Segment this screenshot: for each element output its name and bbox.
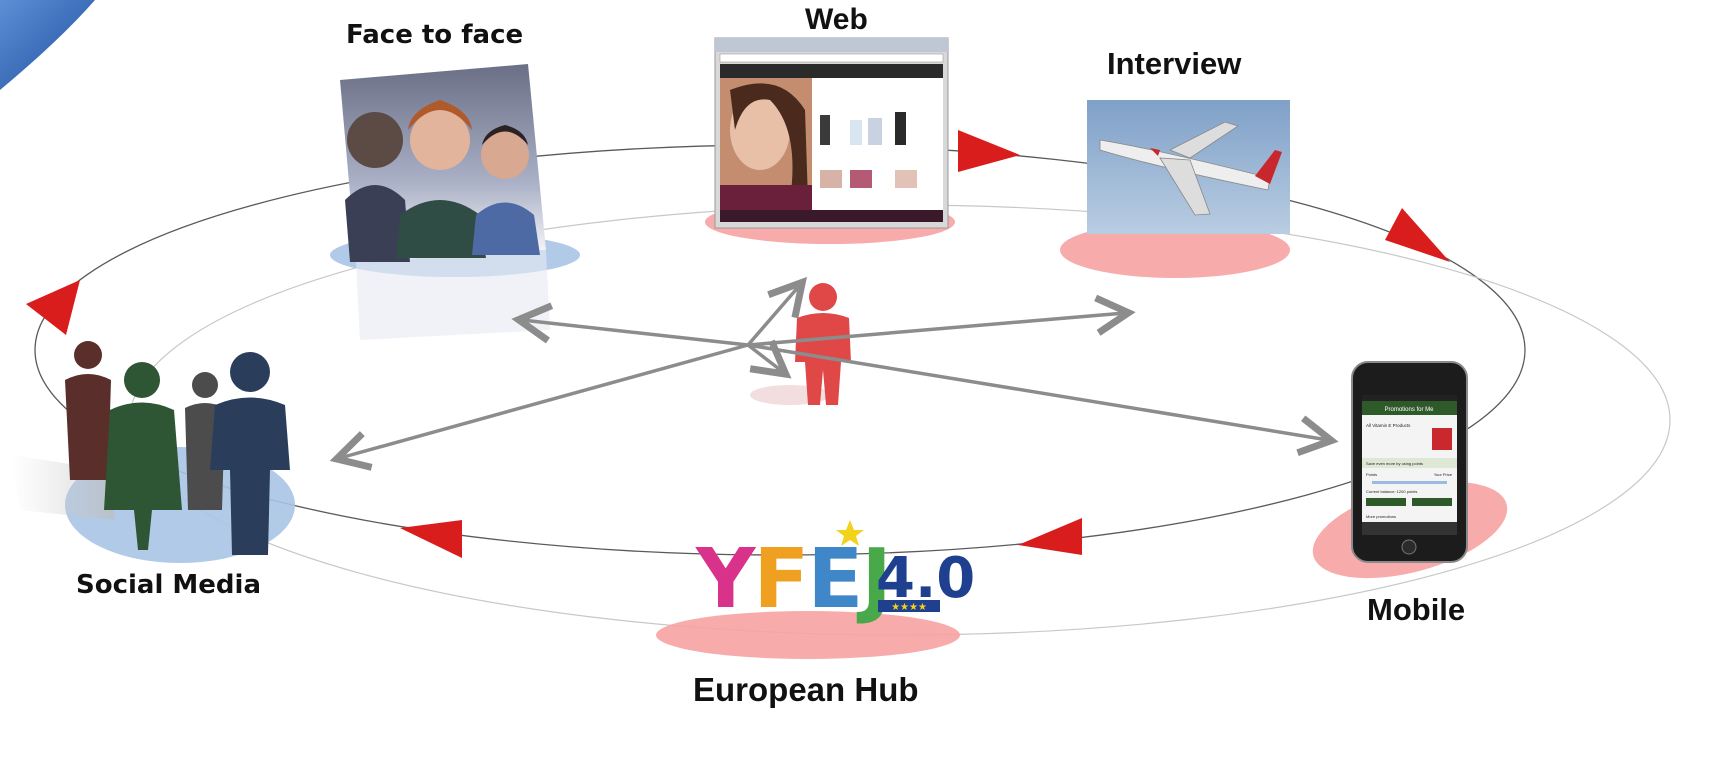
hub-disc bbox=[656, 611, 960, 659]
logo-letter-y: Y bbox=[695, 532, 757, 627]
smartphone-icon: Promotions for Me All Vitamin E Products… bbox=[1351, 361, 1468, 563]
direction-triangle-icon bbox=[1385, 208, 1450, 262]
direction-triangle-icon bbox=[26, 280, 80, 335]
airplane-icon bbox=[1087, 100, 1290, 234]
interview-disc bbox=[1060, 222, 1290, 278]
phone-header: Promotions for Me bbox=[1384, 407, 1434, 413]
direction-triangle-icon bbox=[1018, 518, 1082, 555]
phone-save-line: Save even more by using points bbox=[1366, 461, 1423, 466]
corner-decoration bbox=[0, 0, 95, 90]
direction-triangle-icon bbox=[400, 520, 462, 558]
arrow-short-down bbox=[746, 345, 783, 372]
phone-points-label: Points bbox=[1366, 472, 1377, 477]
label-social-media: Social Media bbox=[76, 570, 261, 600]
arrow-to-face-to-face bbox=[522, 320, 749, 347]
logo-stars: ★★★★ bbox=[891, 602, 927, 613]
label-european-hub: European Hub bbox=[693, 671, 919, 708]
label-mobile: Mobile bbox=[1367, 592, 1466, 627]
phone-balance: Current balance: 1200 points bbox=[1366, 489, 1417, 494]
web-screenshot bbox=[714, 37, 949, 229]
label-web: Web bbox=[805, 3, 868, 36]
phone-product: All Vitamin E Products bbox=[1366, 423, 1411, 428]
arrow-to-web bbox=[746, 285, 800, 347]
arrow-to-mobile bbox=[747, 343, 1328, 440]
yfej-logo: YFEJ 4.0 ★★★★ bbox=[695, 520, 975, 627]
people-group-icon bbox=[10, 341, 290, 555]
arrow-to-interview bbox=[747, 313, 1125, 347]
label-face-to-face: Face to face bbox=[346, 20, 524, 50]
logo-letter-e: E bbox=[807, 532, 861, 627]
logo-letters: YFEJ bbox=[695, 532, 890, 627]
logo-letter-f: F bbox=[753, 532, 807, 627]
direction-triangle-icon bbox=[958, 130, 1020, 172]
label-interview: Interview bbox=[1107, 46, 1242, 81]
phone-more: More promotions bbox=[1366, 514, 1396, 519]
connector-arrows bbox=[340, 285, 1328, 458]
phone-price-label: Your Price bbox=[1434, 472, 1453, 477]
star-icon bbox=[836, 520, 864, 546]
arrow-to-social-media bbox=[340, 343, 749, 458]
face-to-face-photo bbox=[340, 64, 550, 340]
